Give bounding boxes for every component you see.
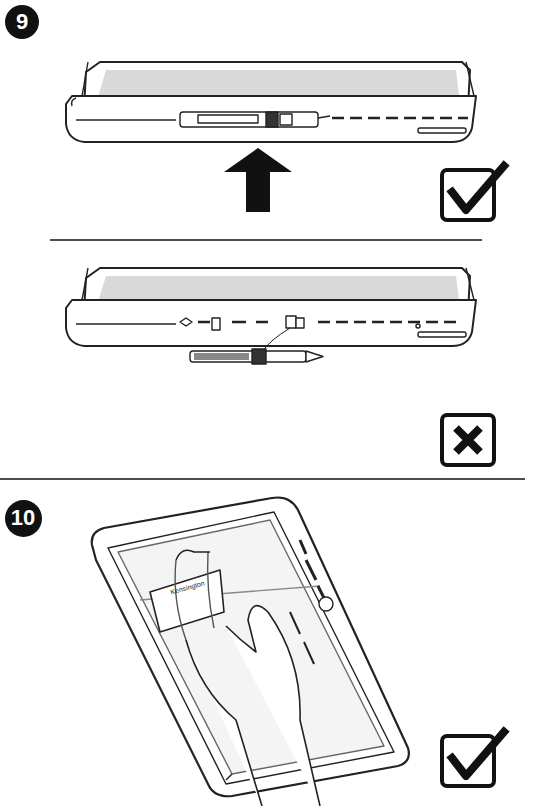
step-number: 9 xyxy=(5,5,39,39)
step-number-text: 9 xyxy=(16,11,28,33)
tablet-case-pen-out xyxy=(66,268,476,352)
step-number-text: 10 xyxy=(11,507,35,529)
divider xyxy=(0,478,525,480)
check-box xyxy=(442,732,504,786)
tablet-case-back-hand-strap xyxy=(92,498,409,806)
check-box xyxy=(442,166,504,220)
divider xyxy=(50,239,482,241)
step-number: 10 xyxy=(5,500,42,537)
push-arrow xyxy=(224,148,292,212)
cross-box xyxy=(442,415,494,465)
tablet-case-stowed xyxy=(66,62,476,142)
stylus xyxy=(190,349,323,364)
